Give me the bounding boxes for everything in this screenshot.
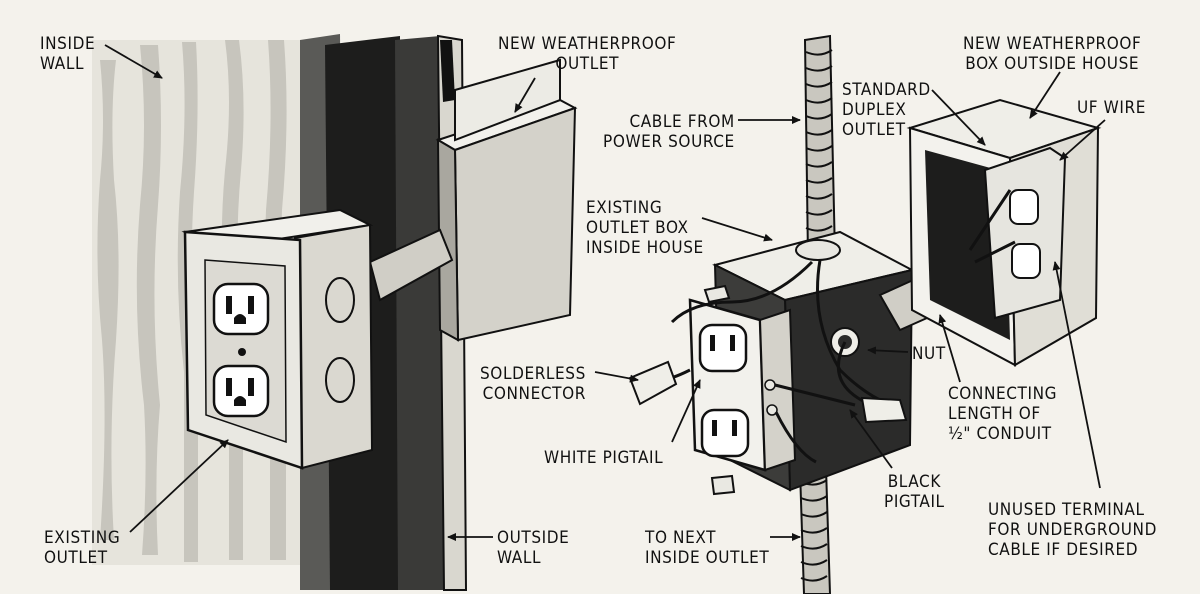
label-line: WALL bbox=[497, 548, 542, 568]
label-line: NEW WEATHERPROOF bbox=[498, 34, 677, 54]
armored-cable-top bbox=[803, 34, 837, 260]
label-line: UNUSED TERMINAL bbox=[988, 500, 1145, 520]
label-new-weatherproof-box: NEW WEATHERPROOF BOX OUTSIDE HOUSE bbox=[963, 34, 1141, 74]
label-line: OUTLET bbox=[842, 120, 906, 140]
wires bbox=[659, 259, 881, 464]
label-line: TO NEXT bbox=[645, 528, 717, 548]
label-line: BOX OUTSIDE HOUSE bbox=[965, 54, 1140, 74]
label-existing-outlet: EXISTING OUTLET bbox=[44, 528, 120, 568]
label-solderless-connector: SOLDERLESS CONNECTOR bbox=[480, 364, 586, 404]
weatherproof-box-right bbox=[906, 98, 1102, 367]
label-to-next-inside-outlet: TO NEXT INSIDE OUTLET bbox=[645, 528, 769, 568]
label-white-pigtail: WHITE PIGTAIL bbox=[544, 448, 663, 468]
label-nut: NUT bbox=[912, 344, 946, 364]
label-line: SOLDERLESS bbox=[480, 364, 586, 384]
existing-outlet-box bbox=[181, 208, 374, 470]
label-unused-terminal: UNUSED TERMINAL FOR UNDERGROUND CABLE IF… bbox=[988, 500, 1157, 560]
label-line: EXISTING bbox=[586, 198, 663, 218]
label-black-pigtail: BLACK PIGTAIL bbox=[884, 472, 945, 512]
label-cable-from-power-source: CABLE FROM POWER SOURCE bbox=[603, 112, 735, 152]
label-line: INSIDE HOUSE bbox=[586, 238, 704, 258]
weatherproof-box-left bbox=[435, 58, 578, 342]
label-line: WHITE PIGTAIL bbox=[544, 448, 664, 468]
label-line: OUTLET bbox=[555, 54, 620, 74]
label-line: OUTLET bbox=[44, 548, 108, 568]
label-line: CONNECTOR bbox=[482, 384, 586, 404]
label-inside-wall: INSIDE WALL bbox=[40, 34, 95, 74]
label-line: OUTLET BOX bbox=[586, 218, 689, 238]
label-line: CABLE FROM bbox=[629, 112, 735, 132]
label-line: NEW WEATHERPROOF bbox=[963, 34, 1142, 54]
label-existing-outlet-box: EXISTING OUTLET BOX INSIDE HOUSE bbox=[586, 198, 704, 258]
label-line: ½" CONDUIT bbox=[948, 424, 1052, 444]
wire-connectors bbox=[628, 360, 908, 424]
label-line: INSIDE OUTLET bbox=[645, 548, 770, 568]
conduit-left bbox=[368, 228, 454, 302]
label-new-weatherproof-outlet: NEW WEATHERPROOF OUTLET bbox=[498, 34, 676, 74]
label-line: LENGTH OF bbox=[948, 404, 1041, 424]
label-line: CONNECTING bbox=[948, 384, 1058, 404]
label-line: OUTSIDE bbox=[497, 528, 570, 548]
duplex-outlet-device bbox=[688, 284, 797, 496]
label-outside-wall: OUTSIDE WALL bbox=[497, 528, 569, 568]
label-line: WALL bbox=[40, 54, 85, 74]
label-line: EXISTING bbox=[44, 528, 121, 548]
label-line: STANDARD bbox=[842, 80, 931, 100]
label-line: INSIDE bbox=[40, 34, 96, 54]
label-standard-duplex-outlet: STANDARD DUPLEX OUTLET bbox=[842, 80, 931, 140]
label-uf-wire: UF WIRE bbox=[1077, 98, 1146, 118]
label-line: FOR UNDERGROUND bbox=[988, 520, 1157, 540]
label-line: NUT bbox=[912, 344, 946, 364]
armored-cable-bottom bbox=[798, 466, 832, 594]
label-line: POWER SOURCE bbox=[603, 132, 735, 152]
label-line: DUPLEX bbox=[842, 100, 907, 120]
label-connecting-conduit: CONNECTING LENGTH OF ½" CONDUIT bbox=[948, 384, 1057, 444]
label-line: UF WIRE bbox=[1077, 98, 1146, 118]
leader-lines bbox=[104, 44, 1106, 541]
label-line: BLACK bbox=[887, 472, 941, 492]
label-line: CABLE IF DESIRED bbox=[988, 540, 1139, 560]
label-line: PIGTAIL bbox=[884, 492, 945, 512]
